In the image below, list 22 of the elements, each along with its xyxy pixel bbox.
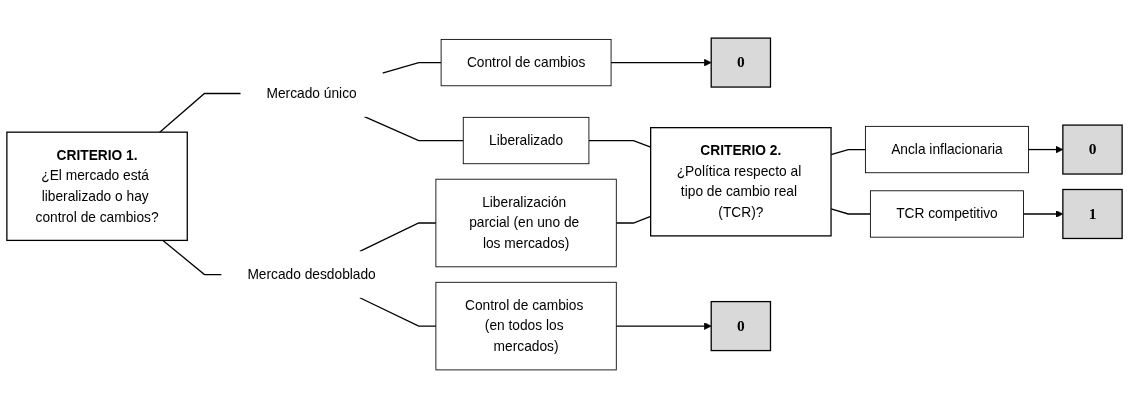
connector [359,222,437,252]
node-box: Control de cambios [440,38,612,87]
connector [381,61,442,74]
connector [162,239,223,276]
node-box: 0 [710,300,772,352]
node-box: CRITERIO 1. ¿El mercado está liberalizado o hay control de cambios? [6,131,188,242]
connector [363,116,464,142]
connector [359,297,437,327]
node-box: Ancla inflacionaria [864,125,1029,174]
node-box: 1 [1062,188,1123,240]
node-box: 0 [1062,124,1123,175]
arrow [615,322,712,330]
node-text: Mercado único [266,85,357,101]
arrow [610,58,712,67]
connector [159,92,242,133]
node-box: Control de cambios (en todos los mercados) [435,281,617,371]
node-box: TCR competitivo [869,190,1024,238]
node-box: Liberalizado [462,116,590,165]
node-box: Liberalización parcial (en uno de los mercados) [435,178,617,268]
node-box: CRITERIO 2. ¿Política respecto al tipo de cambio real (TCR)? [650,127,832,237]
node-text: Mercado desdoblado [247,266,376,282]
node-box: 0 [710,37,772,88]
